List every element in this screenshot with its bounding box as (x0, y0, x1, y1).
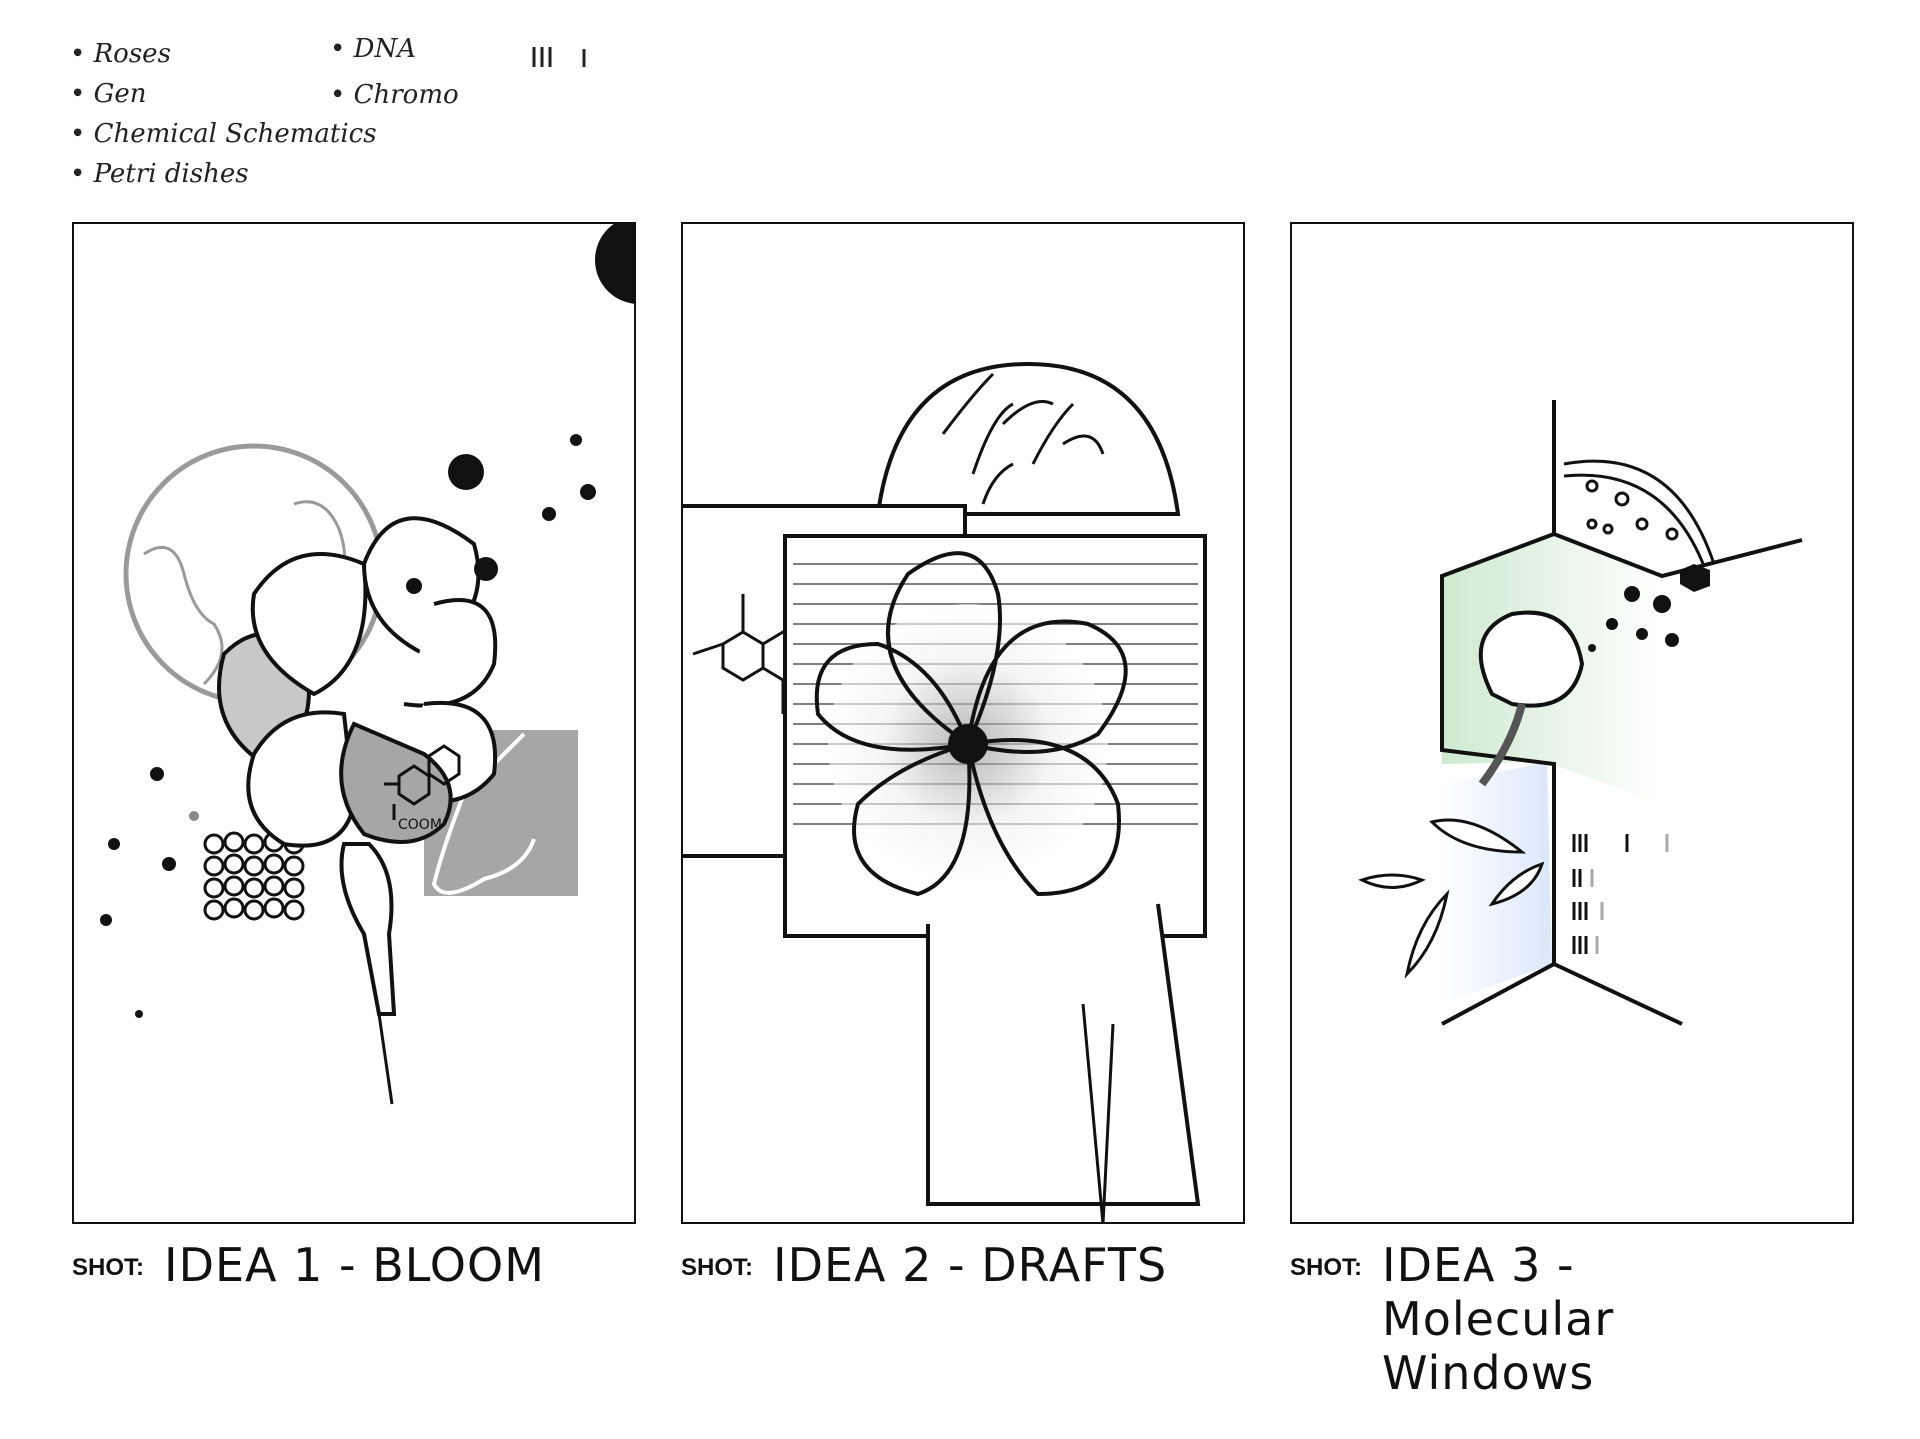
bloom-sketch: COOM (100, 224, 634, 1105)
barcode-marks (424, 38, 676, 67)
shot-caption-1: SHOT: IDEA 1 - BLOOM (72, 1238, 545, 1292)
shot-caption-2: SHOT: IDEA 2 - DRAFTS (681, 1238, 1167, 1292)
pipette-icon (1081, 1003, 1115, 1222)
note-item: • Chromo (330, 80, 459, 110)
storyboard-frame-1: COOM (72, 222, 636, 1224)
storyboard-frame-2 (681, 222, 1245, 1224)
notes-list-left: • Roses • Gen • Chemical Schematics • Pe… (70, 34, 377, 194)
note-item: • Chemical Schematics (70, 119, 377, 149)
shot-title: IDEA 1 - BLOOM (164, 1238, 545, 1292)
particles (1588, 564, 1710, 652)
drafts-sketch (683, 361, 1207, 1222)
leaf-dish-icon (875, 361, 1181, 516)
flower-icon (814, 551, 1128, 897)
note-item: • Roses (70, 39, 171, 69)
shot-caption-3: SHOT: IDEA 3 - Molecular Windows (1290, 1238, 1812, 1400)
shot-label: SHOT: (681, 1254, 753, 1281)
leaf-icons (1358, 818, 1545, 979)
barcode-icon (532, 47, 676, 67)
petri-dish-icon (1563, 459, 1716, 567)
storyboard-frame-3 (1290, 222, 1854, 1224)
molecule-annotation: COOM (398, 817, 442, 833)
note-item: • Petri dishes (70, 159, 249, 189)
note-item: • DNA (330, 26, 676, 72)
shot-label: SHOT: (1290, 1254, 1362, 1281)
cell-cluster-icon (203, 831, 305, 921)
barcode-icon (1572, 834, 1669, 954)
molecular-windows-sketch (1358, 400, 1803, 1026)
shot-label: SHOT: (72, 1254, 144, 1281)
hexagon-molecule-icon (384, 744, 461, 820)
note-item: • Gen (70, 79, 147, 109)
shot-title: IDEA 3 - Molecular Windows (1382, 1238, 1615, 1400)
shot-title: IDEA 2 - DRAFTS (773, 1238, 1168, 1292)
ink-dots (100, 434, 596, 1018)
tulip-icon (1478, 610, 1585, 787)
notes-list-right: • DNA • Chromo (330, 26, 676, 118)
